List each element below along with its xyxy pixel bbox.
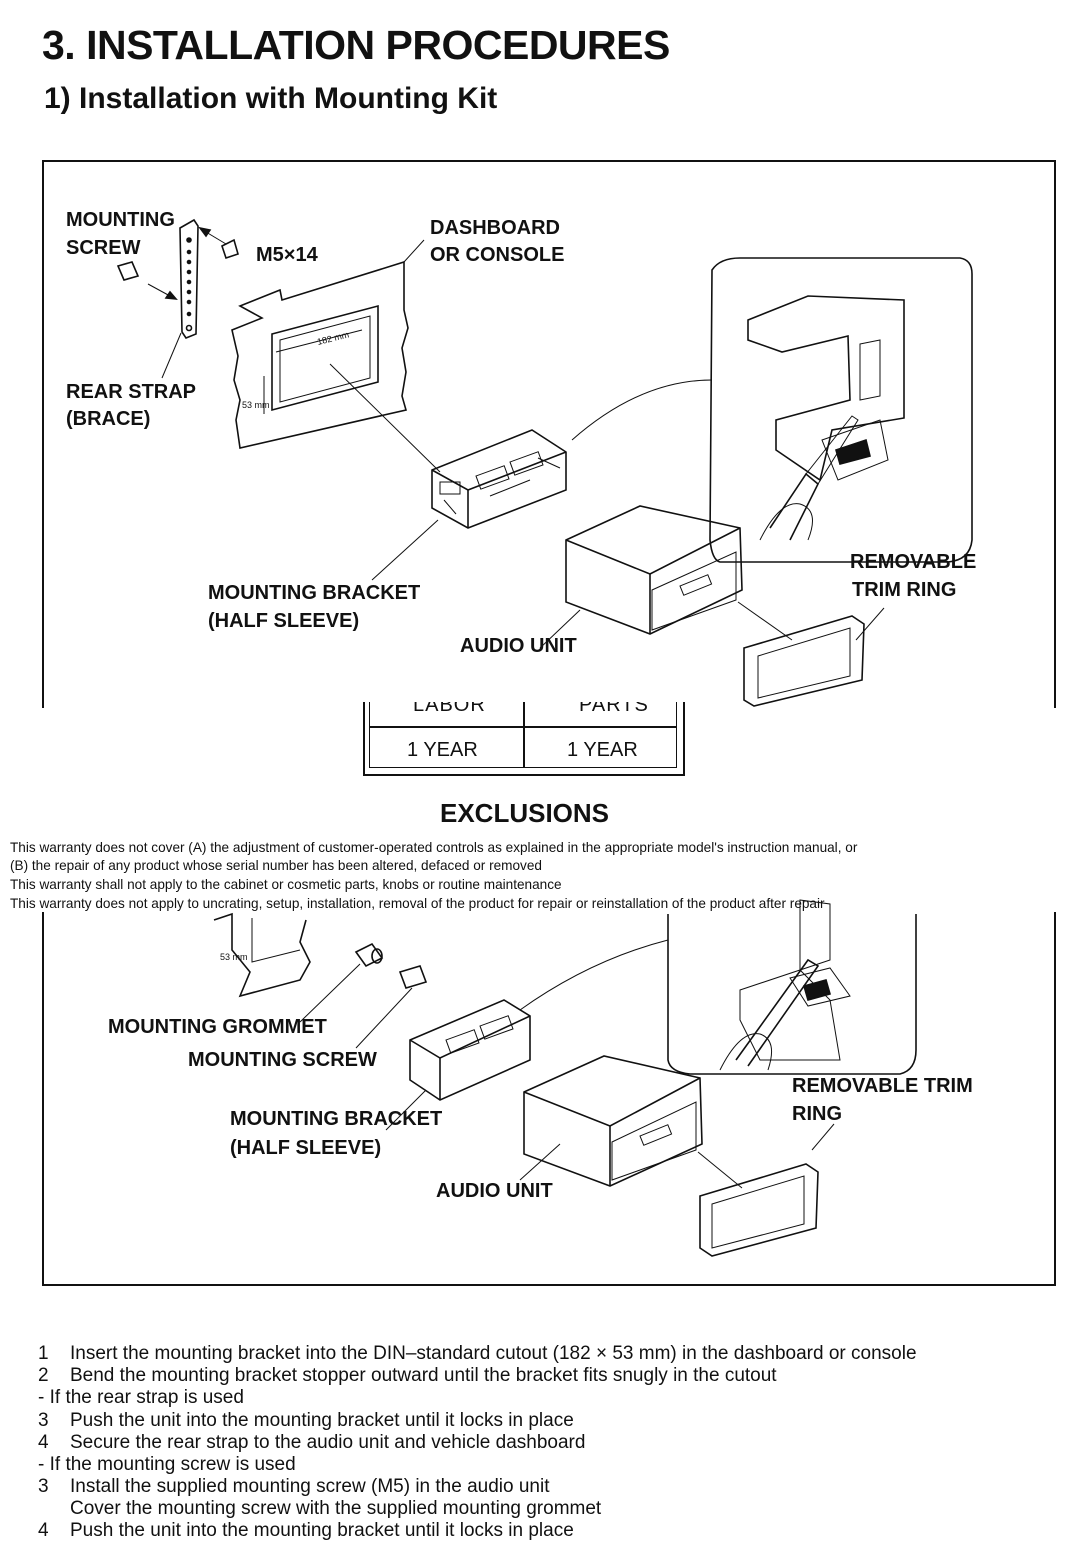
dashboard-panel-drawing: 182 mm 53 mm <box>231 239 425 449</box>
rear-strap-label-line2: (BRACE) <box>66 408 151 430</box>
warranty-table: LABOR PARTS 1 YEAR 1 YEAR <box>363 702 685 776</box>
section-title: 1) Installation with Mounting Kit <box>44 82 498 115</box>
audio-unit-label: AUDIO UNIT <box>460 635 577 657</box>
exclusions-heading: EXCLUSIONS <box>440 798 610 828</box>
bottom-screw-label: MOUNTING SCREW <box>188 1049 377 1071</box>
trim-ring-drawing <box>737 601 885 707</box>
bottom-bracket-label-line1: MOUNTING BRACKET <box>230 1108 443 1130</box>
step-subheading: - If the rear strap is used <box>38 1387 244 1408</box>
grommet-label: MOUNTING GROMMET <box>108 1016 327 1038</box>
audio-unit-drawing <box>539 505 743 649</box>
bottom-screw-drawing <box>355 965 428 1049</box>
mounting-screw-label-line1: MOUNTING <box>66 209 175 231</box>
bottom-audio-unit-drawing <box>519 1055 703 1187</box>
mounting-screw-label-line2: SCREW <box>66 237 141 259</box>
strap-screw-drawing <box>116 261 178 300</box>
bottom-trim-ring-drawing <box>697 1123 835 1257</box>
page-title: 3. INSTALLATION PROCEDURES <box>42 22 670 68</box>
mounting-bracket-label-line1: MOUNTING BRACKET <box>208 582 421 604</box>
bottom-bracket-detail-inset <box>667 899 917 1075</box>
top-diagram-frame <box>42 160 1056 708</box>
trim-ring-label-line2: TRIM RING <box>852 579 957 601</box>
bottom-trim-ring-label-line1: REMOVABLE TRIM <box>792 1075 973 1097</box>
exclusion-line: (B) the repair of any product whose seri… <box>10 858 542 873</box>
warranty-labor-value: 1 YEAR <box>407 739 478 761</box>
bracket-detail-inset <box>571 257 973 563</box>
bottom-bracket-label-line2: (HALF SLEEVE) <box>230 1137 382 1159</box>
screw-size-label: M5×14 <box>256 244 318 266</box>
trim-ring-label-line1: REMOVABLE <box>850 551 977 573</box>
step-subheading: - If the mounting screw is used <box>38 1454 296 1475</box>
bottom-diagram-frame <box>42 912 1056 1286</box>
exclusion-line: This warranty does not apply to uncratin… <box>10 896 825 911</box>
m5-screw-drawing <box>198 226 239 260</box>
warranty-labor-header: LABOR <box>413 702 486 716</box>
mounting-bracket-label-line2: (HALF SLEEVE) <box>208 610 360 632</box>
dashboard-label-line1: DASHBOARD <box>430 217 560 239</box>
rear-strap-drawing <box>161 218 199 379</box>
warranty-parts-value: 1 YEAR <box>567 739 638 761</box>
bottom-dashboard-panel: 53 mm <box>213 912 311 998</box>
cutout-height-label: 53 mm <box>242 400 270 410</box>
dashboard-label-line2: OR CONSOLE <box>430 244 565 266</box>
exclusion-line: This warranty does not cover (A) the adj… <box>10 840 858 855</box>
bottom-trim-ring-label-line2: RING <box>792 1103 842 1125</box>
grommet-drawing <box>299 942 384 1023</box>
exclusion-line: This warranty shall not apply to the cab… <box>10 877 562 892</box>
bottom-bracket-drawing <box>385 939 669 1131</box>
mounting-bracket-drawing <box>329 363 567 581</box>
bottom-audio-unit-label: AUDIO UNIT <box>436 1180 553 1202</box>
cutout-width-label: 182 mm <box>316 329 350 347</box>
step-item: Cover the mounting screw with the suppli… <box>70 1498 602 1519</box>
warranty-parts-header: PARTS <box>579 702 649 716</box>
bottom-cutout-height-label: 53 mm <box>220 952 248 962</box>
rear-strap-label-line1: REAR STRAP <box>66 381 197 403</box>
